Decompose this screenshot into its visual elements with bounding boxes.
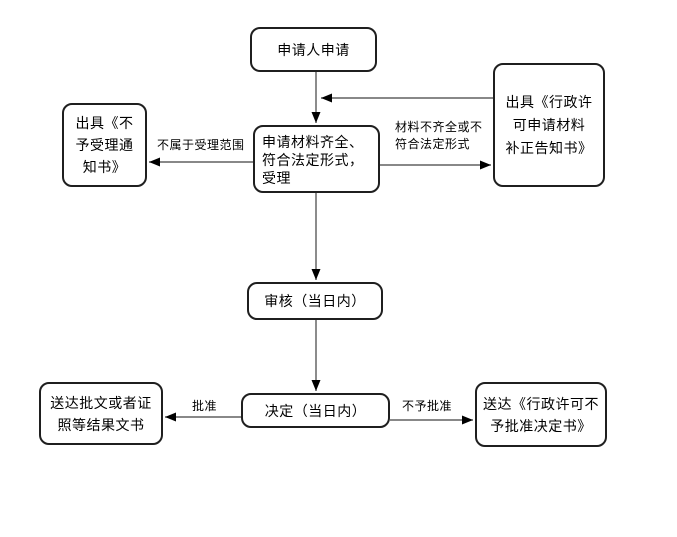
node-label: 决定（当日内） [264,402,367,419]
edge-label-line: 符合法定形式 [395,137,471,151]
edge-label-materials-incomplete: 材料不齐全或不 符合法定形式 [395,119,483,153]
edge-label-approved: 批准 [192,399,218,413]
node-deliver-denial-decision: 送达《行政许可不 予批准决定书》 [475,382,607,447]
node-acceptance: 申请材料齐全、 符合法定形式， 受理 [253,125,380,193]
node-label-line: 申请材料齐全、 [262,134,364,150]
node-label: 申请人申请 [277,41,350,58]
node-label-line: 可申请材料 [512,116,586,133]
node-applicant-application: 申请人申请 [250,27,377,72]
node-review: 审核（当日内） [247,282,383,320]
node-decision: 决定（当日内） [241,393,390,428]
node-label-line: 予批准决定书》 [490,417,592,434]
node-label-line: 照等结果文书 [57,416,145,433]
node-label-line: 补正告知书》 [505,139,593,156]
edge-label-not-approved: 不予批准 [402,399,453,413]
node-label-line: 送达批文或者证 [50,394,152,411]
node-label-line: 符合法定形式， [262,152,364,168]
node-label-line: 知书》 [82,159,127,175]
edge-label-line: 材料不齐全或不 [395,120,483,134]
node-deliver-approval-documents: 送达批文或者证 照等结果文书 [39,382,163,445]
node-label-line: 出具《不 [75,115,134,131]
node-label-line: 出具《行政许 [505,93,593,110]
node-supplement-notice: 出具《行政许 可申请材料 补正告知书》 [493,63,605,187]
node-label-line: 予受理通 [75,137,134,153]
node-label-line: 送达《行政许可不 [483,395,599,412]
node-rejection-notice: 出具《不 予受理通 知书》 [62,103,147,187]
node-label: 审核（当日内） [264,293,366,309]
edge-label-out-of-scope: 不属于受理范围 [157,138,245,152]
node-label-line: 受理 [262,170,291,186]
